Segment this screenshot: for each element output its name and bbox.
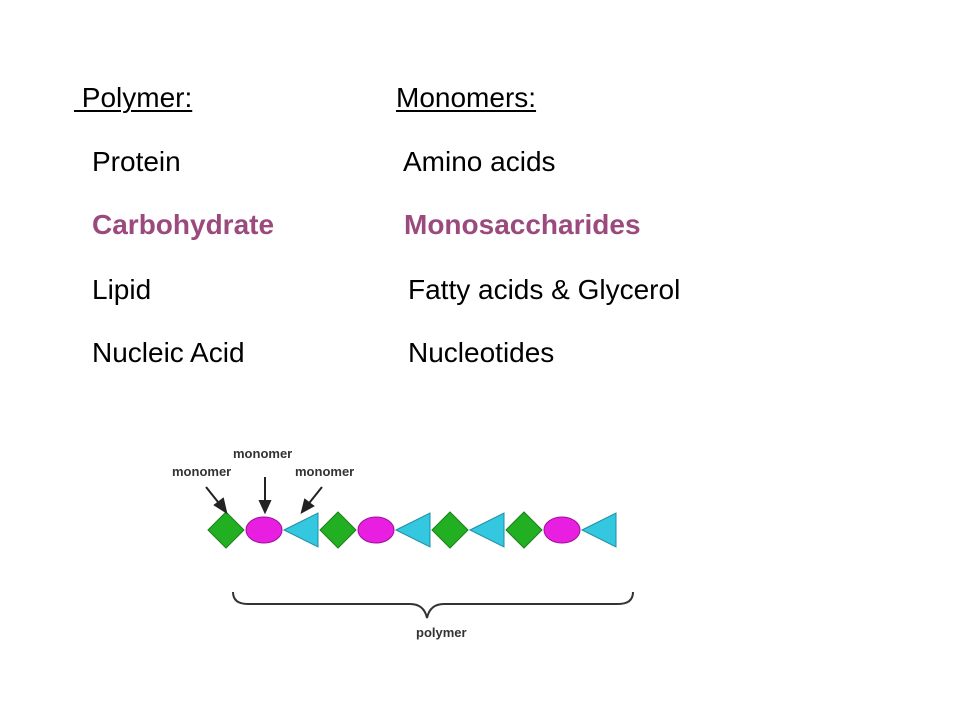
triangle-monomer xyxy=(468,512,505,548)
polymer-protein: Protein xyxy=(92,146,181,177)
triangle-monomer xyxy=(282,512,319,548)
label-monomer-right: monomer xyxy=(295,464,354,479)
ellipse-monomer xyxy=(245,516,283,544)
triangle-monomer xyxy=(394,512,431,548)
polymer-carbohydrate: Carbohydrate xyxy=(92,209,275,240)
ellipse-monomer xyxy=(357,516,395,544)
monomer-amino-acids: Amino acids xyxy=(403,146,556,177)
pointer-arrows xyxy=(205,477,323,515)
monomers-header: Monomers: xyxy=(396,82,537,113)
monomer-fatty-acids-glycerol: Fatty acids & Glycerol xyxy=(408,274,681,305)
diamond-monomer xyxy=(319,511,357,549)
polymer-brace xyxy=(232,591,634,619)
arrowhead-center xyxy=(258,500,272,515)
monomer-monosaccharides: Monosaccharides xyxy=(404,209,641,240)
monomer-chain xyxy=(207,511,617,549)
diamond-monomer xyxy=(207,511,245,549)
diamond-monomer xyxy=(431,511,469,549)
label-polymer: polymer xyxy=(416,625,467,640)
arrowhead-right xyxy=(300,498,315,514)
triangle-monomer xyxy=(580,512,617,548)
diamond-monomer xyxy=(505,511,543,549)
label-monomer-center: monomer xyxy=(233,446,292,461)
monomer-nucleotides: Nucleotides xyxy=(408,337,555,368)
arrowhead-left xyxy=(213,497,228,515)
label-monomer-left: monomer xyxy=(172,464,231,479)
polymer-header: Polymer: xyxy=(74,82,193,113)
ellipse-monomer xyxy=(543,516,581,544)
polymer-nucleic-acid: Nucleic Acid xyxy=(92,337,245,368)
polymer-lipid: Lipid xyxy=(92,274,152,305)
